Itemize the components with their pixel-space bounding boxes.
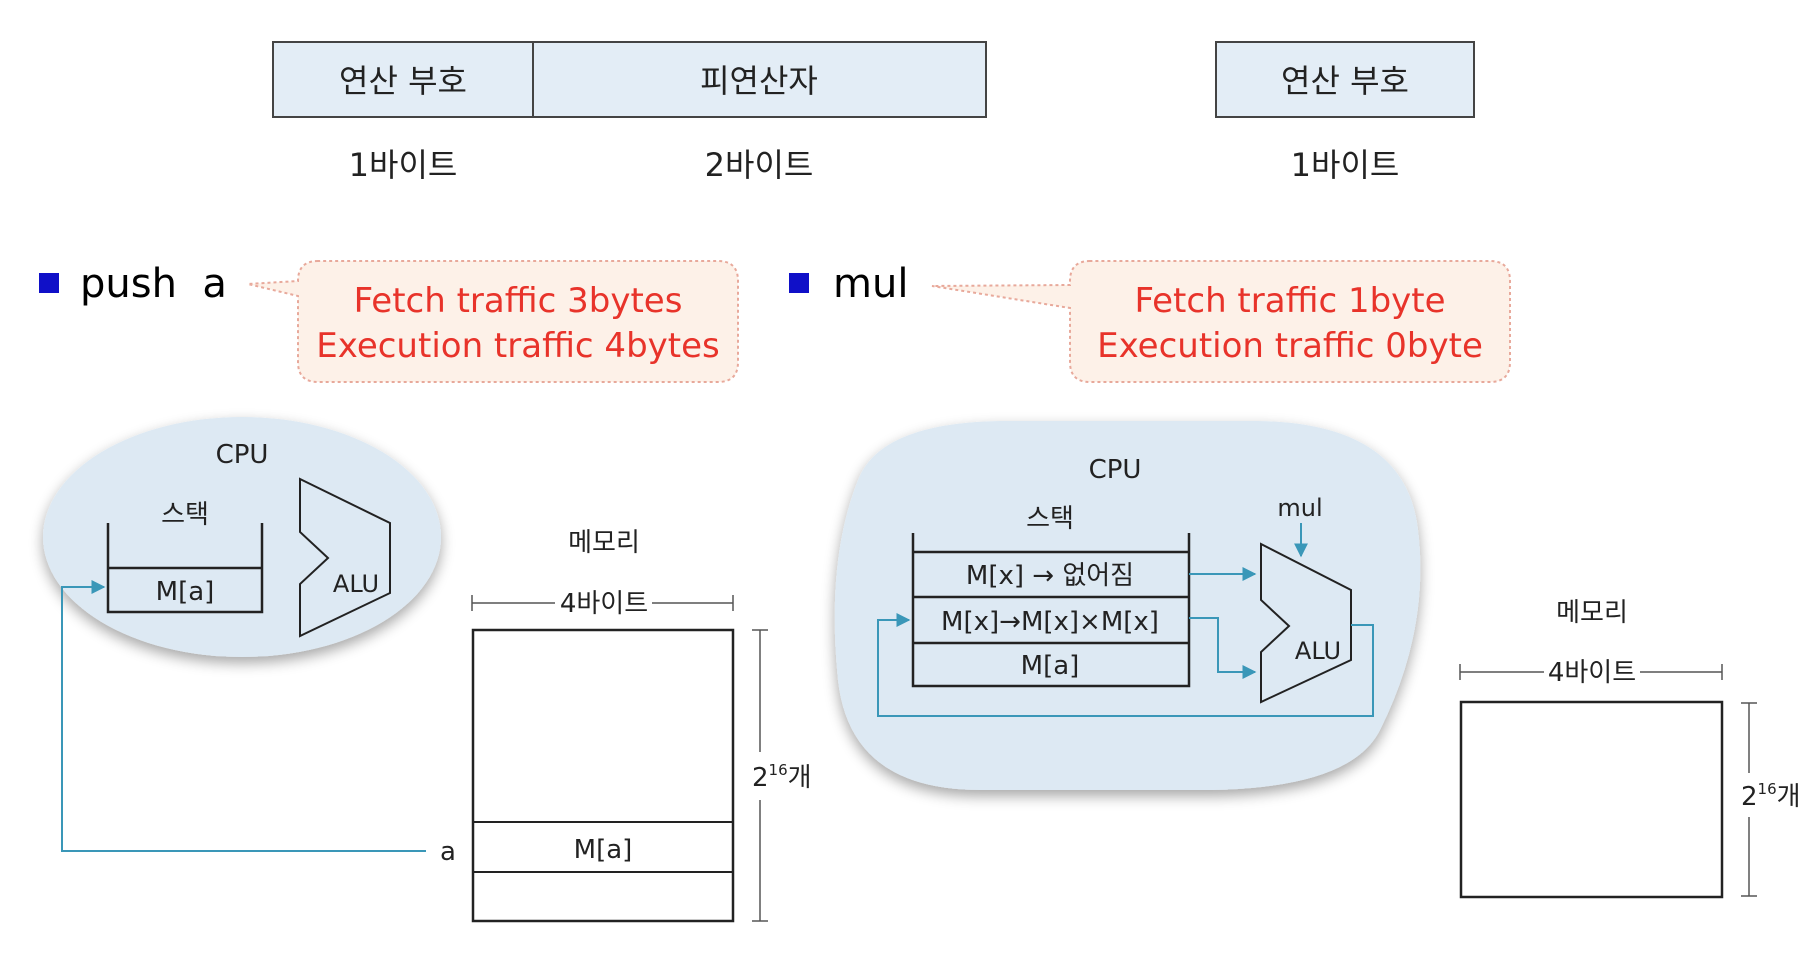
alu-label: ALU — [333, 570, 379, 598]
alu-label: ALU — [1295, 637, 1341, 665]
stack-cell: M[x]→M[x]×M[x] — [941, 607, 1159, 637]
mul-cpu: CPU 스택 M[x] → 없어짐 M[x]→M[x]×M[x] M[a] mu… — [834, 421, 1421, 790]
square-bullet-icon — [789, 273, 809, 293]
alu-trapezoid-icon — [299, 477, 391, 638]
stack: M[a] — [106, 523, 264, 614]
stack-label: 스택 — [1026, 504, 1074, 534]
memory-width-label: 4바이트 — [560, 589, 648, 619]
memory-depth-label: 216개 — [752, 761, 812, 793]
memory-address-label: a — [440, 837, 456, 867]
memory-block — [471, 628, 735, 923]
cpu-label: CPU — [1089, 455, 1142, 485]
mul-memory: 메모리 4바이트 216개 — [1459, 598, 1798, 899]
square-bullet-icon — [39, 273, 59, 293]
cpu-blob — [834, 421, 1421, 790]
opcode-size-label: 1바이트 — [1291, 146, 1400, 184]
result-arrow — [877, 613, 1374, 717]
opcode-size-label: 1바이트 — [349, 146, 458, 184]
mul-traffic-callout: Fetch traffic 1byte Execution traffic 0b… — [931, 260, 1511, 383]
push-instruction-text: push a — [80, 261, 227, 307]
memory-cell: M[a] — [574, 835, 633, 865]
memory-block — [1459, 700, 1724, 899]
push-memory: 메모리 4바이트 M[a] 216개 — [471, 528, 812, 923]
memory-depth-label: 216개 — [1741, 780, 1798, 812]
opcode-field-box — [272, 41, 534, 118]
operand-arrow — [1189, 617, 1257, 679]
memory-title: 메모리 — [1556, 598, 1628, 628]
stack: M[x] → 없어짐 M[x]→M[x]×M[x] M[a] — [911, 533, 1191, 688]
stack-outline — [911, 533, 1191, 688]
operand-field-label: 피연산자 — [700, 62, 818, 100]
operand-size-label: 2바이트 — [705, 146, 814, 184]
operand-field-box — [532, 41, 987, 118]
mul-instruction-format: 연산 부호 1바이트 — [1215, 41, 1475, 184]
mul-instruction-text: mul — [833, 261, 908, 307]
stack-cell: M[x] → 없어짐 — [966, 561, 1134, 591]
execution-traffic-text: Execution traffic 0byte — [1097, 326, 1483, 366]
callout-bubble — [931, 260, 1511, 383]
alu-input-label: mul — [1277, 494, 1322, 522]
cpu-blob — [43, 417, 441, 657]
push-cpu: CPU 스택 M[a] ALU — [43, 417, 441, 657]
cpu-label: CPU — [216, 440, 269, 470]
execution-traffic-text: Execution traffic 4bytes — [316, 326, 719, 366]
memory-title: 메모리 — [568, 528, 640, 558]
alu-trapezoid-icon — [1260, 542, 1352, 704]
opcode-field-label: 연산 부호 — [339, 62, 467, 100]
callout-bubble — [247, 260, 739, 383]
stack-cell: M[a] — [1021, 651, 1080, 681]
fetch-traffic-text: Fetch traffic 1byte — [1134, 281, 1445, 321]
opcode-field-label: 연산 부호 — [1281, 62, 1409, 100]
fetch-traffic-text: Fetch traffic 3bytes — [354, 281, 683, 321]
opcode-field-box — [1215, 41, 1475, 118]
stack-cell: M[a] — [156, 577, 215, 607]
stack-label: 스택 — [161, 500, 209, 530]
load-arrow — [61, 580, 426, 852]
push-traffic-callout: Fetch traffic 3bytes Execution traffic 4… — [247, 260, 739, 383]
memory-width-label: 4바이트 — [1548, 658, 1636, 688]
push-instruction-format: 연산 부호 피연산자 1바이트 2바이트 — [272, 41, 987, 184]
